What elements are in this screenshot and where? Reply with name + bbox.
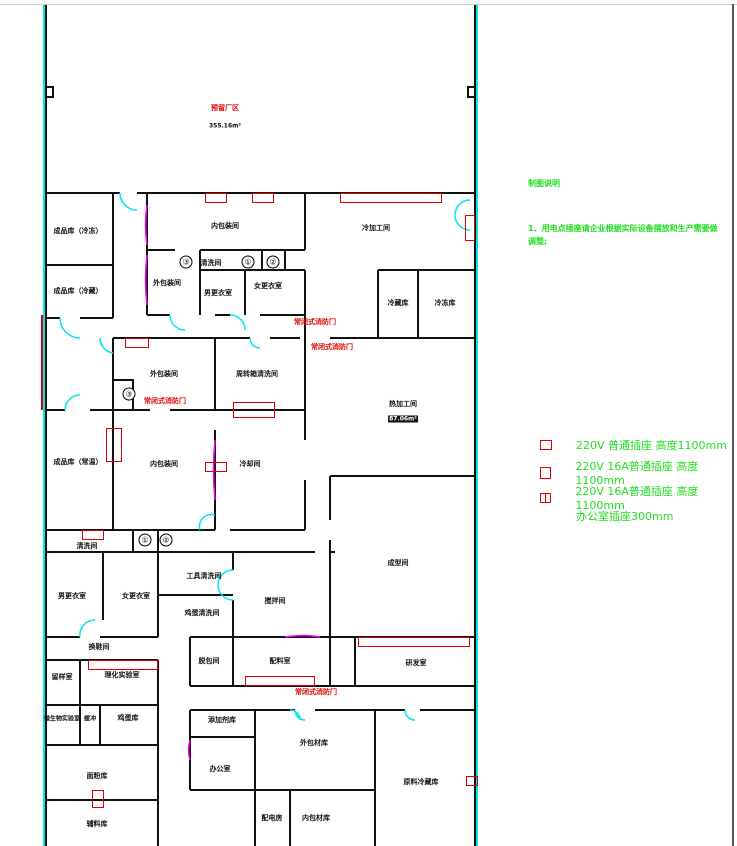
- room-label: 内包装间: [150, 460, 178, 468]
- curtains: [144, 204, 321, 761]
- walls: [45, 5, 476, 846]
- room-label: 鸡蛋清洗间: [184, 609, 220, 617]
- legend-item: 220V 普通插座 高度1100mm: [540, 437, 727, 453]
- socket-16a-icon: [540, 466, 552, 479]
- fire-door-label: 常闭式消防门: [311, 343, 353, 351]
- socket-icon: [252, 193, 274, 203]
- double-socket-icon: [466, 776, 478, 786]
- room-label: 周转箱清洗间: [236, 370, 278, 378]
- room-label: 添加剂库: [208, 716, 236, 724]
- socket-icon: [340, 193, 442, 203]
- marker-2: ②: [159, 533, 173, 547]
- socket-icon: [88, 660, 158, 670]
- socket-16a-icon: [106, 428, 122, 462]
- room-label: 女更衣室: [122, 592, 150, 600]
- socket-icon: [358, 637, 470, 647]
- drawing-frame-edge: [732, 4, 734, 846]
- room-label: 外包材库: [300, 739, 328, 747]
- marker-3: ③: [179, 255, 193, 269]
- room-label: 面粉库: [86, 772, 108, 780]
- legend-item: 办公室插座300mm: [576, 508, 673, 524]
- viewer-top-border: [0, 0, 737, 5]
- double-socket-icon: [540, 492, 552, 503]
- room-label: 内包装间: [211, 222, 239, 230]
- socket-16a-icon: [92, 790, 104, 808]
- room-area: 87.06m²: [388, 415, 418, 423]
- marker-2: ②: [266, 255, 280, 269]
- room-label: 清洗间: [76, 542, 98, 550]
- room-label: 搅拌间: [264, 597, 286, 605]
- room-label: 配料室: [269, 657, 291, 665]
- room-label: 男更衣室: [204, 289, 232, 297]
- notes-item: 1、用电点插座请企业根据实际设备摆放和生产需要做调整;: [528, 224, 718, 246]
- room-label: 男更衣室: [58, 592, 86, 600]
- socket-icon: [82, 530, 104, 540]
- room-label: 理化实验室: [104, 671, 140, 679]
- socket-icon: [125, 338, 149, 348]
- room-label: 内包材库: [302, 814, 330, 822]
- legend-text: 办公室插座300mm: [576, 510, 674, 523]
- room-label: 冷藏库: [387, 299, 409, 307]
- legend-text: 220V 普通插座 高度1100mm: [576, 439, 727, 452]
- room-label: 办公室: [209, 765, 231, 773]
- room-label: 成品库（冷藏）: [53, 287, 103, 295]
- fire-door-label: 常闭式消防门: [294, 318, 336, 326]
- room-label: 清洗间: [200, 259, 222, 267]
- room-label: 预留厂区: [211, 104, 239, 112]
- legend-text: 220V 16A普通插座 高度1100mm: [575, 460, 699, 487]
- windows: [43, 5, 478, 846]
- legend-item: 220V 16A普通插座 高度1100mm: [540, 458, 737, 487]
- room-label: 微生物实验室: [43, 715, 81, 723]
- door-swings: [59, 192, 471, 721]
- marker-1: ①: [138, 533, 152, 547]
- room-label: 冷却间: [239, 460, 261, 468]
- room-label: 工具清洗间: [186, 572, 222, 580]
- socket-icon: [540, 440, 552, 450]
- socket-icon: [233, 402, 275, 418]
- room-label: 辅料库: [86, 820, 108, 828]
- marker-3: ③: [122, 387, 136, 401]
- room-label: 研发室: [405, 659, 427, 667]
- room-label: 外包装间: [150, 370, 178, 378]
- room-label: 换鞋间: [88, 643, 110, 651]
- room-label: 鸡蛋库: [117, 714, 139, 722]
- room-area: 355.16m²: [208, 122, 242, 130]
- room-label: 成品库（冷冻）: [53, 227, 103, 235]
- room-label: 脱包间: [198, 657, 220, 665]
- marker-1: ①: [241, 255, 255, 269]
- fire-door-label: 常闭式消防门: [295, 688, 337, 696]
- socket-icon: [205, 193, 227, 203]
- legend-item: 220V 16A普通插座 高度1100mm: [540, 483, 737, 512]
- room-label: 成型间: [387, 559, 409, 567]
- room-label: 缓冲: [83, 715, 97, 723]
- socket-icon: [245, 676, 315, 686]
- room-label: 冷加工间: [362, 224, 390, 232]
- room-label: 女更衣室: [254, 282, 282, 290]
- legend-text: 220V 16A普通插座 高度1100mm: [575, 485, 699, 512]
- room-label: 冷冻库: [434, 299, 456, 307]
- notes-title: 制图说明: [528, 179, 560, 188]
- socket-icon: [205, 462, 227, 472]
- room-label: 热加工间: [389, 400, 417, 408]
- room-label: 原料冷藏库: [403, 778, 439, 786]
- fire-door-label: 常闭式消防门: [144, 397, 186, 405]
- room-label: 留样室: [51, 673, 73, 681]
- room-label: 配电房: [261, 814, 283, 822]
- room-label: 成品库（常温）: [53, 458, 103, 466]
- socket-icon: [465, 215, 475, 241]
- room-label: 外包装间: [153, 279, 181, 287]
